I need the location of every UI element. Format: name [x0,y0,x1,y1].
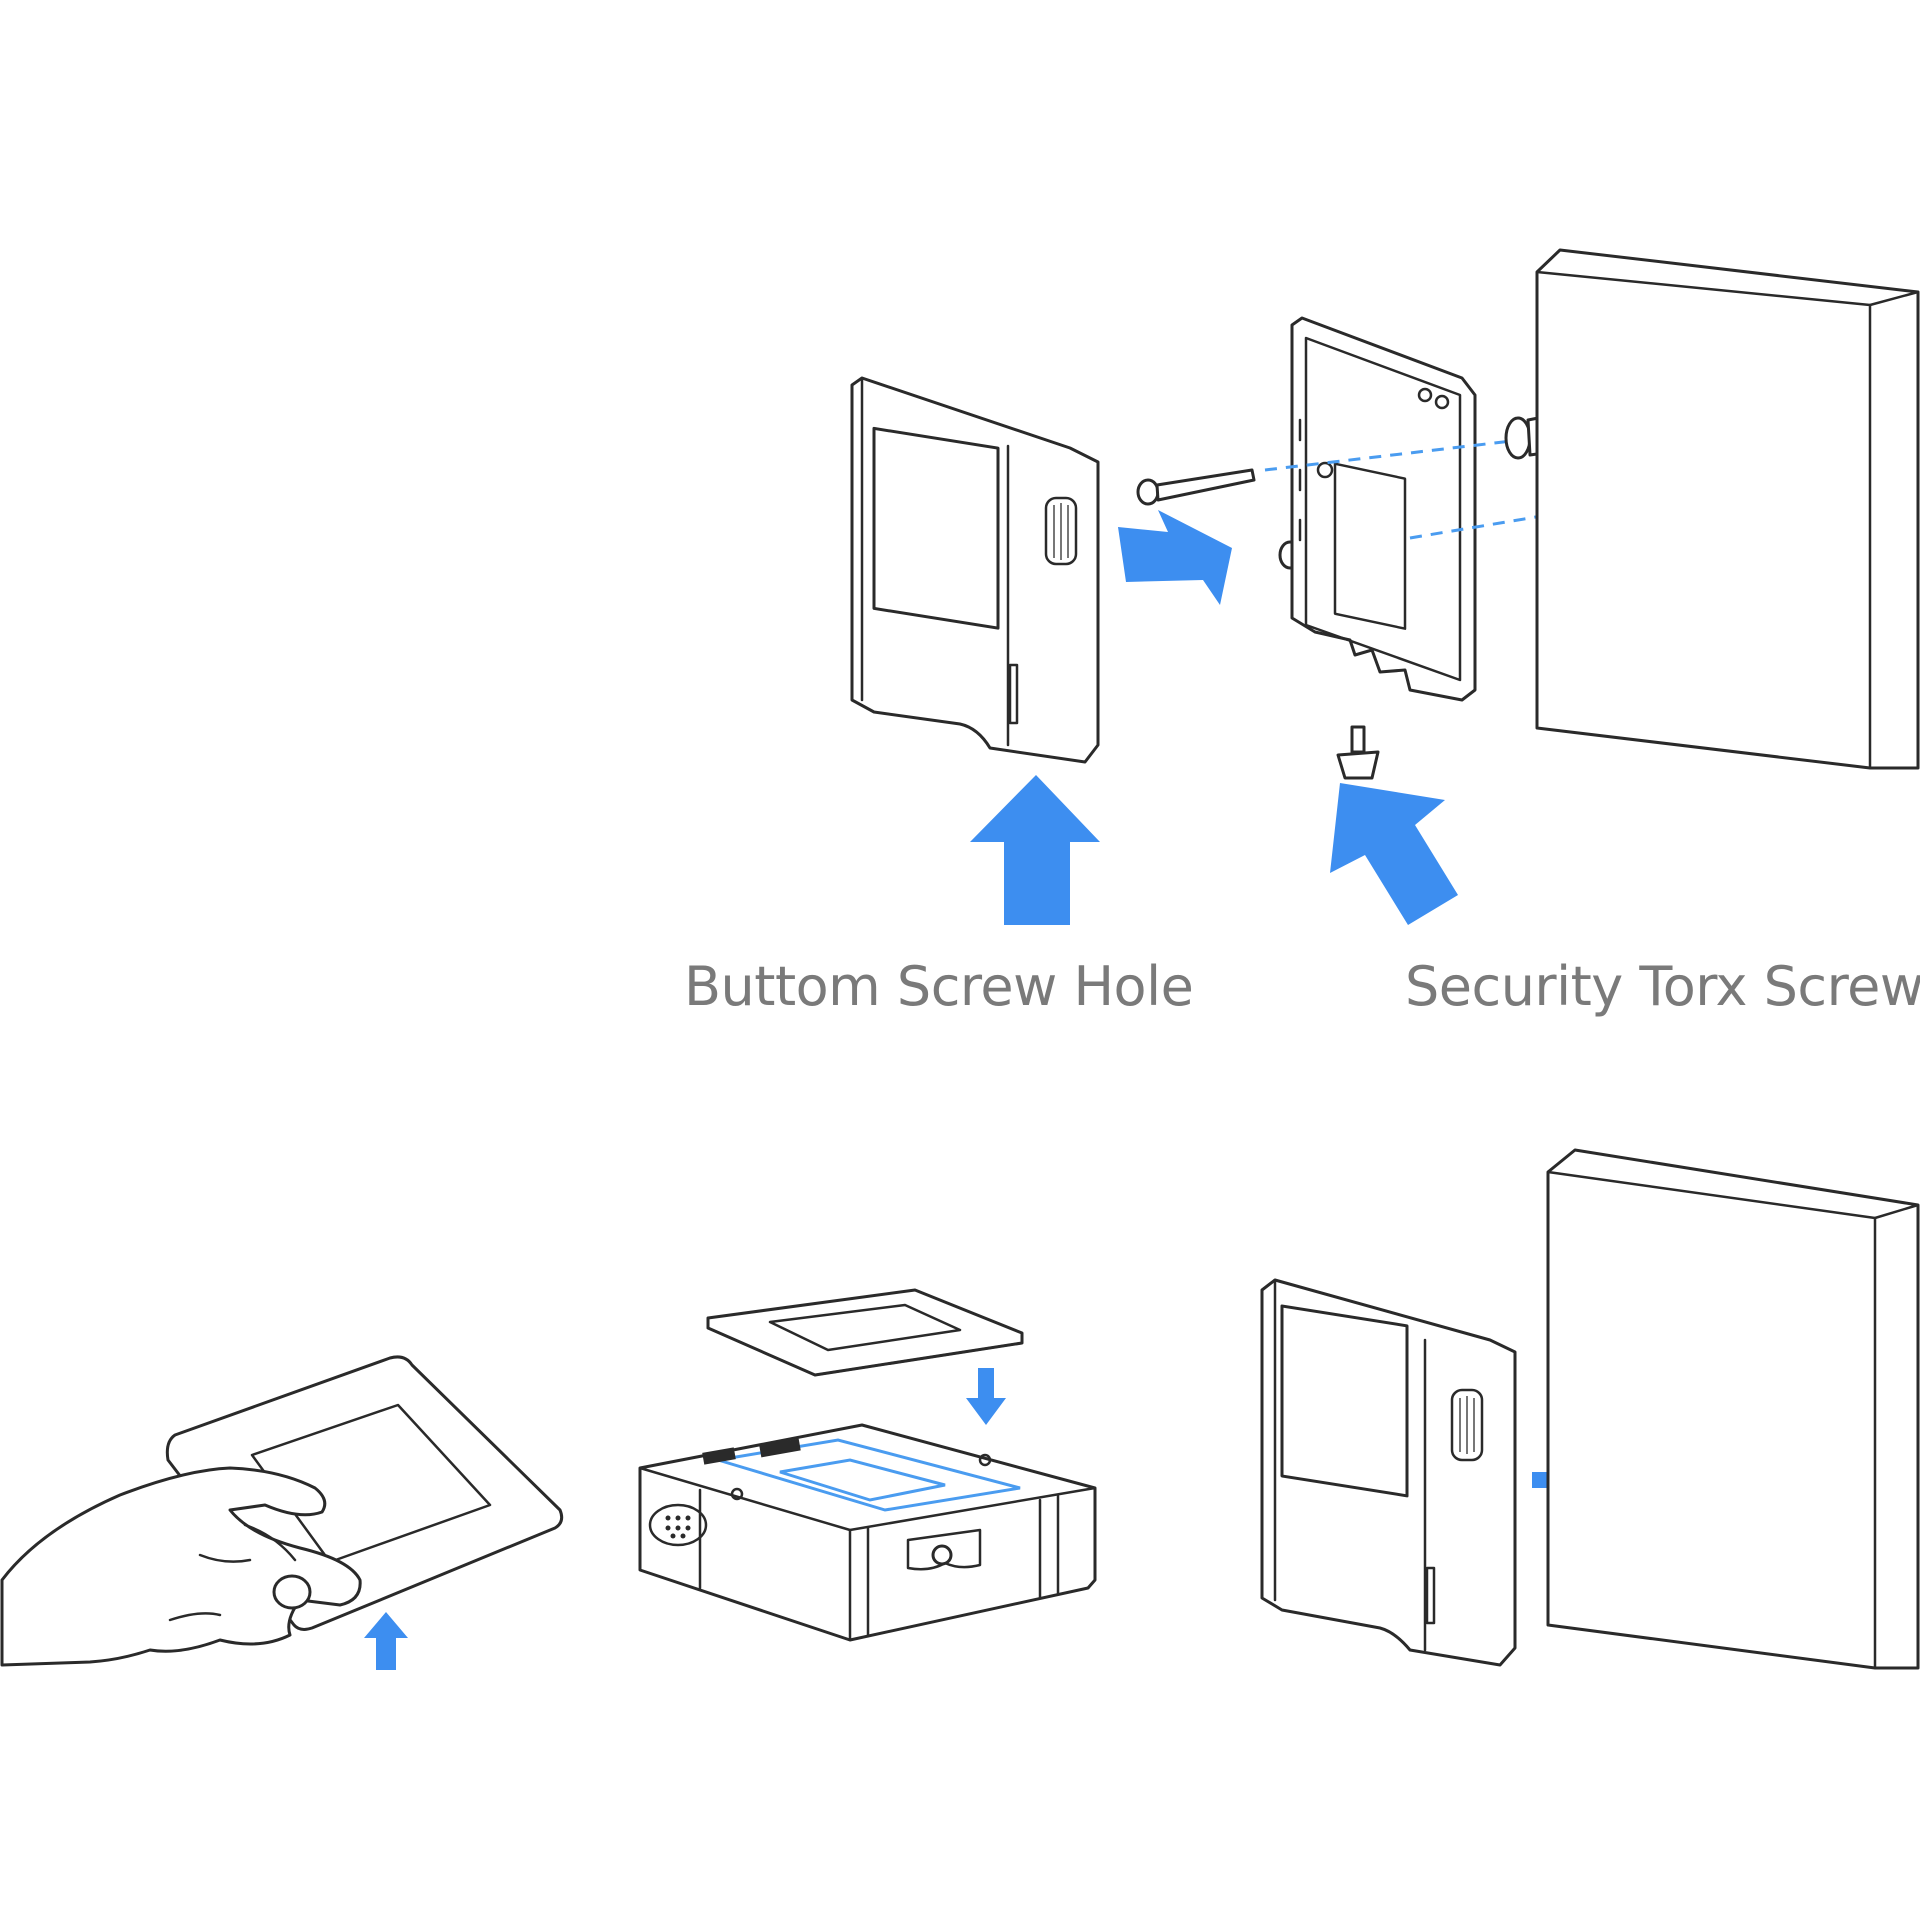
device-front-view [850,376,1100,764]
wall-panel-top [1535,248,1920,770]
security-torx-screw [1336,725,1380,780]
device-mounted-view [1260,1278,1517,1667]
alignment-line-upper [1264,438,1521,472]
arrow-up-icon [970,775,1100,925]
speaker-grille [1044,496,1078,566]
screw-upper [1136,468,1256,506]
device-screen [872,426,1000,630]
hand-removing-sticker [0,1355,564,1667]
adhesive-frame [706,1288,1024,1377]
device-screen [1280,1304,1409,1498]
speaker-grille [648,1503,708,1547]
speaker-grille [1450,1388,1484,1462]
arrow-diagonal-icon [1330,783,1458,925]
arrow-diagonal-icon [1118,510,1232,605]
device-lying-flat [638,1423,1097,1642]
mounting-bracket [1290,316,1477,702]
wall-panel-bottom [1546,1148,1920,1670]
label-security-torx-screw: Security Torx Screw [1405,955,1920,1018]
arrow-up-icon [364,1612,408,1670]
label-bottom-screw-hole: Buttom Screw Hole [684,955,1194,1018]
arrow-down-icon [966,1368,1006,1425]
